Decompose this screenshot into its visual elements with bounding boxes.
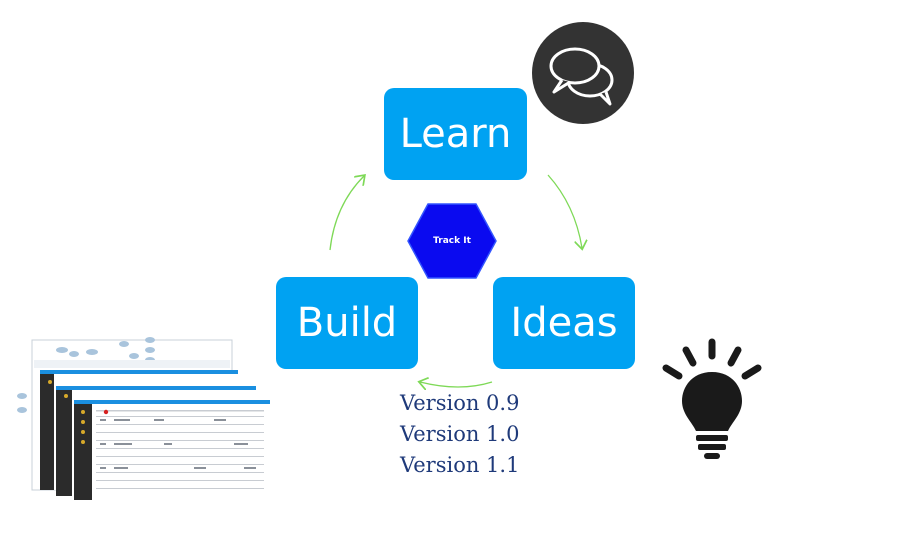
version-list: Version 0.9 Version 1.0 Version 1.1 [400, 388, 519, 481]
version-item: Version 0.9 [400, 391, 520, 415]
track-it-hexagon: Track It [406, 202, 498, 280]
ideas-node: Ideas [493, 277, 635, 369]
arrow-ideas-to-build [420, 382, 493, 387]
version-item: Version 1.1 [400, 453, 520, 477]
build-node: Build [276, 277, 418, 369]
track-it-label: Track It [433, 236, 471, 246]
arrow-build-to-learn [329, 176, 364, 251]
lightbulb-icon [662, 338, 762, 459]
version-item: Version 1.0 [400, 422, 520, 446]
app-screenshots-image [17, 337, 270, 500]
arrow-learn-to-ideas [547, 174, 582, 248]
learn-node: Learn [384, 88, 527, 180]
chat-bubbles-icon [532, 22, 634, 124]
